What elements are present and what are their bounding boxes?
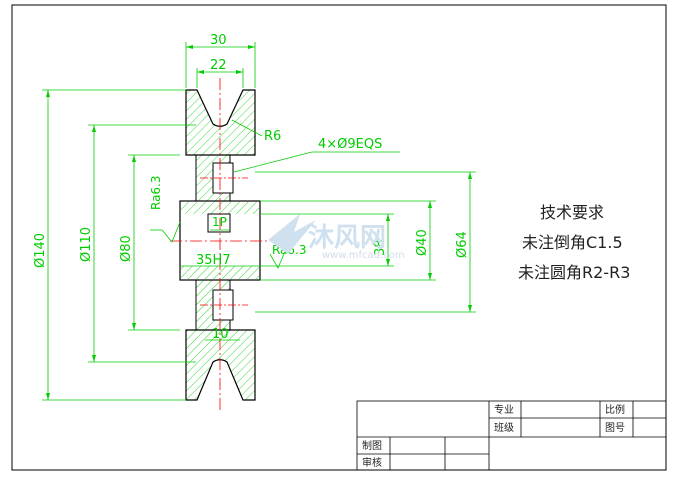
dimension-lines bbox=[42, 42, 476, 401]
title-block bbox=[356, 400, 667, 471]
dim-dia-40: Ø40 bbox=[415, 229, 430, 256]
watermark: 沐风网 www.mfcad.com bbox=[268, 214, 405, 261]
dim-dia-64: Ø64 bbox=[455, 231, 470, 258]
dim-dia-140: Ø140 bbox=[33, 233, 48, 268]
tb-major: 专业 bbox=[494, 403, 514, 416]
upper-rim bbox=[185, 89, 256, 156]
tb-drawn-by: 制图 bbox=[362, 439, 382, 452]
dim-30: 30 bbox=[210, 33, 227, 48]
watermark-logo-icon bbox=[268, 214, 316, 254]
dim-dia-110: Ø110 bbox=[79, 227, 94, 262]
dim-r6: R6 bbox=[264, 129, 281, 144]
hub-bottom-hatch bbox=[181, 266, 259, 279]
tb-drawing-no: 图号 bbox=[605, 422, 625, 434]
dim-1p: 1P bbox=[212, 215, 227, 229]
notes-line-2: 未注圆角R2-R3 bbox=[518, 263, 630, 282]
drawing-frame bbox=[11, 4, 667, 471]
pulley-section bbox=[170, 78, 272, 410]
dim-dia-80: Ø80 bbox=[119, 235, 134, 262]
dimension-arrows bbox=[46, 45, 472, 400]
dim-35h7: 35H7 bbox=[196, 253, 231, 268]
dim-38: 38 bbox=[373, 239, 388, 256]
watermark-brand: 沐风网 bbox=[308, 223, 386, 253]
tb-checked-by: 审核 bbox=[362, 456, 382, 469]
keyway bbox=[207, 213, 231, 233]
tb-scale: 比例 bbox=[605, 403, 625, 416]
watermark-url: www.mfcad.com bbox=[322, 250, 405, 261]
dim-ra-left: Ra6.3 bbox=[149, 175, 163, 210]
notes-title: 技术要求 bbox=[540, 203, 604, 222]
tb-class: 班级 bbox=[494, 422, 514, 434]
notes-line-1: 未注倒角C1.5 bbox=[522, 233, 623, 252]
dim-22: 22 bbox=[210, 58, 227, 73]
lower-rim bbox=[185, 329, 256, 401]
dim-10: 10 bbox=[212, 327, 229, 342]
dim-holes: 4×Ø9EQS bbox=[318, 137, 382, 152]
